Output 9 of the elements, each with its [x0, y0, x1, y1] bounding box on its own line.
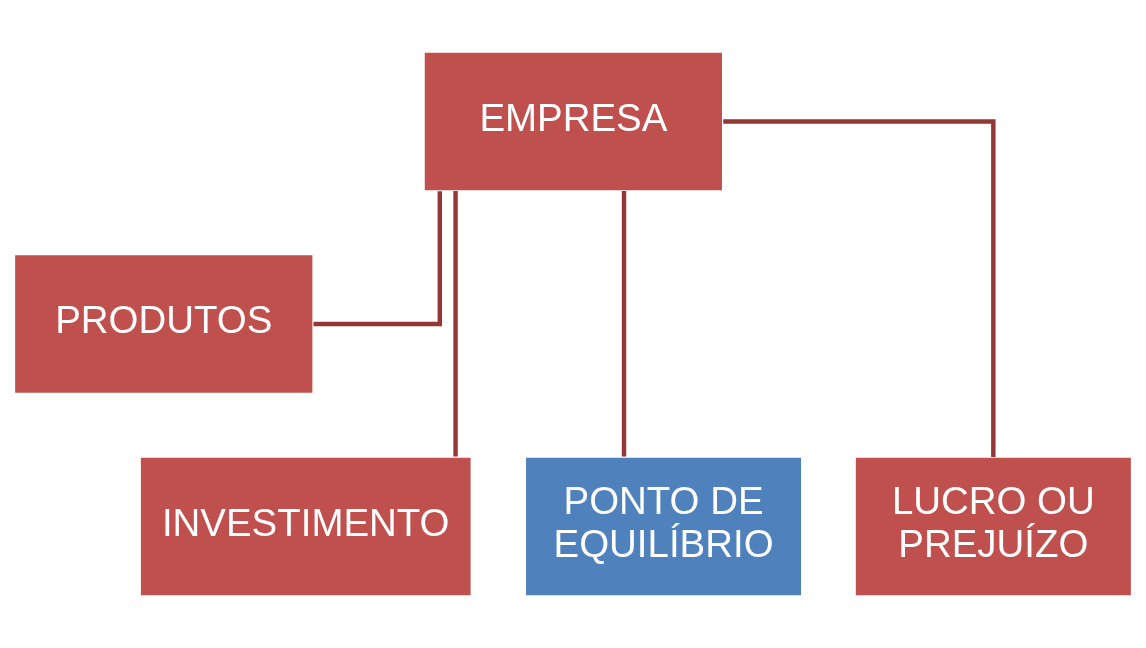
- connector: [453, 191, 458, 457]
- connector: [723, 119, 996, 457]
- node-box: EMPRESA: [423, 51, 724, 192]
- node-box: PRODUTOS: [13, 253, 314, 395]
- node-box: LUCRO OU PREJUÍZO: [854, 456, 1133, 597]
- node-box: INVESTIMENTO: [139, 456, 473, 597]
- connector: [313, 191, 443, 327]
- connector: [621, 191, 627, 457]
- node-box: PONTO DE EQUILÍBRIO: [524, 456, 803, 597]
